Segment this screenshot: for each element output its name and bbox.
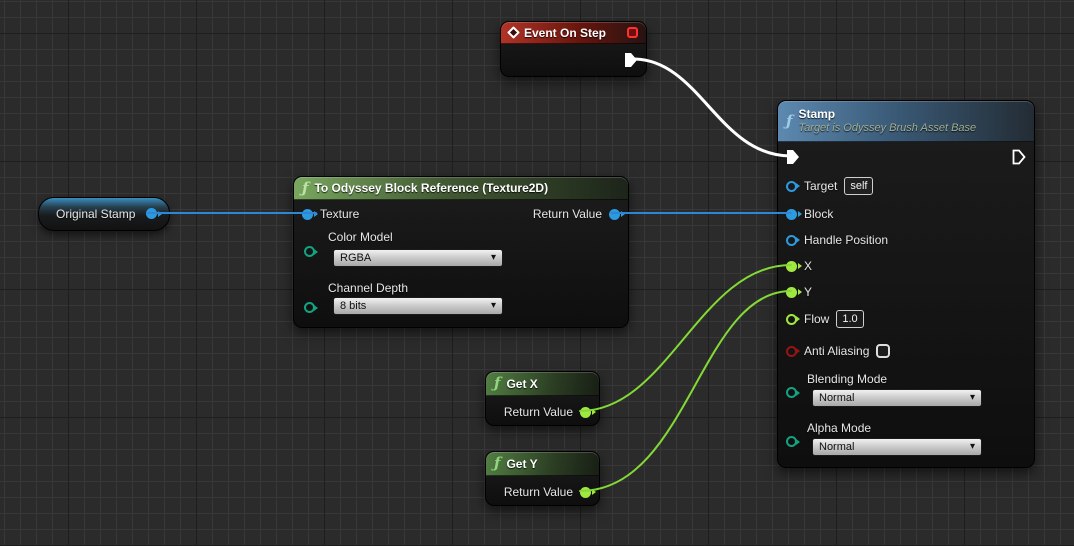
color-model-pin[interactable] — [304, 246, 315, 257]
x-label: X — [804, 259, 813, 273]
event-on-step-title: Event On Step — [524, 25, 607, 40]
odyssey-title: To Odyssey Block Reference (Texture2D) — [314, 181, 549, 195]
flow-value-input[interactable]: 1.0 — [836, 310, 864, 328]
blending-mode-label: Blending Mode — [807, 372, 888, 386]
return-value-label: Return Value — [503, 485, 573, 499]
function-icon: ƒ — [494, 454, 501, 472]
event-on-step-header: Event On Step — [501, 22, 646, 44]
get-x-title: Get X — [506, 376, 538, 391]
channel-depth-dropdown[interactable]: 8 bits ▾ — [333, 297, 503, 315]
node-original-stamp[interactable]: Original Stamp — [38, 197, 170, 231]
stamp-header: ƒ Stamp Target is Odyssey Brush Asset Ba… — [778, 101, 1034, 142]
function-icon: ƒ — [786, 111, 793, 130]
dropdown-arrow-icon: ▾ — [490, 300, 496, 311]
node-event-on-step[interactable]: Event On Step — [500, 21, 647, 77]
handle-position-label: Handle Position — [804, 233, 889, 247]
target-self-value: self — [844, 177, 874, 195]
anti-aliasing-checkbox[interactable] — [876, 344, 891, 358]
target-label: Target — [804, 179, 838, 193]
texture-label: Texture — [320, 207, 360, 221]
node-get-y[interactable]: ƒ Get Y Return Value — [485, 451, 600, 506]
original-stamp-output-pin[interactable] — [146, 208, 157, 219]
anti-aliasing-label: Anti Aliasing — [804, 344, 870, 358]
handle-position-pin[interactable] — [786, 234, 797, 246]
alpha-mode-label: Alpha Mode — [807, 421, 872, 435]
y-pin[interactable] — [786, 286, 797, 298]
alpha-mode-value: Normal — [819, 441, 855, 453]
flow-pin[interactable] — [786, 313, 797, 325]
original-stamp-label: Original Stamp — [56, 207, 136, 221]
blending-mode-pin[interactable] — [786, 387, 797, 398]
alpha-mode-dropdown[interactable]: Normal ▾ — [812, 438, 982, 456]
event-diamond-icon — [507, 26, 520, 39]
get-y-header: ƒ Get Y — [486, 452, 599, 476]
node-stamp[interactable]: ƒ Stamp Target is Odyssey Brush Asset Ba… — [777, 100, 1035, 468]
stamp-title: Stamp — [798, 106, 836, 121]
wire-exec-event-to-stamp[interactable] — [631, 57, 793, 158]
target-pin[interactable] — [786, 180, 797, 192]
block-pin[interactable] — [786, 208, 797, 220]
channel-depth-label: Channel Depth — [328, 281, 409, 295]
function-icon: ƒ — [302, 178, 309, 197]
exec-out-pin[interactable] — [1012, 149, 1026, 165]
block-label: Block — [804, 207, 834, 221]
texture-pin[interactable] — [302, 208, 313, 220]
exec-out-pin[interactable] — [624, 52, 638, 68]
breakpoint-icon[interactable] — [627, 27, 638, 38]
get-x-header: ƒ Get X — [486, 372, 599, 396]
blending-mode-dropdown[interactable]: Normal ▾ — [812, 389, 982, 407]
alpha-mode-pin[interactable] — [786, 436, 797, 447]
exec-in-pin[interactable] — [786, 149, 800, 165]
dropdown-arrow-icon: ▾ — [490, 252, 496, 263]
get-y-title: Get Y — [506, 456, 538, 471]
odyssey-header: ƒ To Odyssey Block Reference (Texture2D) — [294, 177, 628, 200]
anti-aliasing-pin[interactable] — [786, 345, 797, 357]
channel-depth-value: 8 bits — [340, 300, 367, 312]
node-to-odyssey-block-reference[interactable]: ƒ To Odyssey Block Reference (Texture2D)… — [293, 176, 629, 328]
y-label: Y — [804, 285, 813, 299]
return-value-pin[interactable] — [609, 208, 620, 220]
flow-label: Flow — [804, 312, 830, 326]
function-icon: ƒ — [494, 374, 501, 392]
x-pin[interactable] — [786, 260, 797, 272]
color-model-label: Color Model — [328, 230, 393, 244]
color-model-value: RGBA — [340, 252, 372, 264]
dropdown-arrow-icon: ▾ — [969, 441, 975, 452]
blending-mode-value: Normal — [819, 392, 855, 404]
stamp-subtitle: Target is Odyssey Brush Asset Base — [798, 121, 977, 134]
color-model-dropdown[interactable]: RGBA ▾ — [333, 249, 503, 267]
get-y-return-pin[interactable] — [580, 486, 591, 498]
node-get-x[interactable]: ƒ Get X Return Value — [485, 371, 600, 426]
channel-depth-pin[interactable] — [304, 302, 315, 313]
get-x-return-pin[interactable] — [580, 406, 591, 418]
return-value-label: Return Value — [503, 405, 573, 419]
dropdown-arrow-icon: ▾ — [969, 392, 975, 403]
return-value-label: Return Value — [532, 207, 602, 221]
